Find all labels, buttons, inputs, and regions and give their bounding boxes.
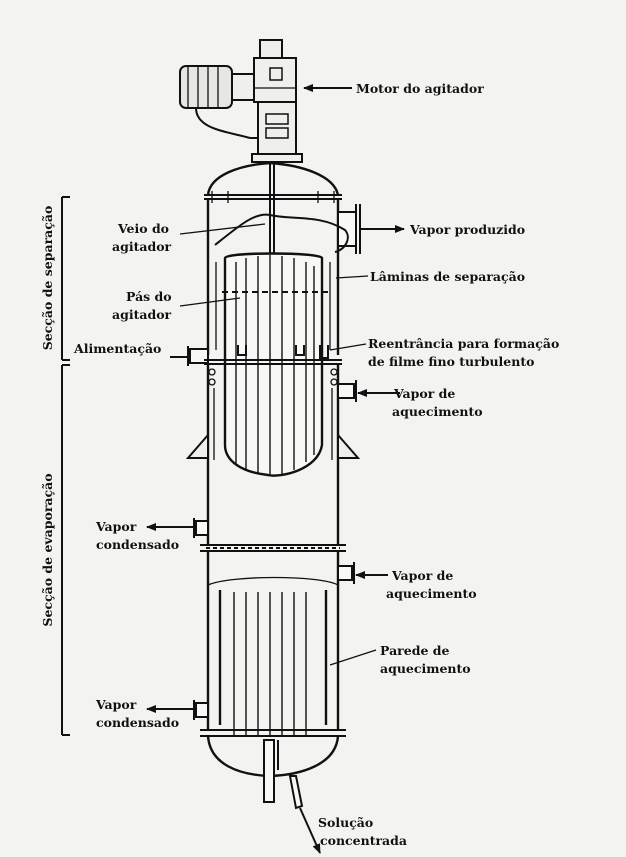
label-vapor-aquecimento-2-line1: Vapor de bbox=[391, 568, 453, 583]
label-solucao-line2: concentrada bbox=[320, 833, 407, 848]
label-alimentacao: Alimentação bbox=[73, 341, 161, 356]
heating-tubes bbox=[233, 592, 307, 735]
label-vapor-condensado-2-line2: condensado bbox=[96, 715, 179, 730]
label-vapor-aquecimento-1-line1: Vapor de bbox=[393, 386, 455, 401]
label-vapor-produzido: Vapor produzido bbox=[409, 222, 525, 237]
label-solucao-line1: Solução bbox=[318, 815, 373, 830]
agitator-motor bbox=[179, 39, 303, 163]
label-vapor-condensado-1-line1: Vapor bbox=[95, 519, 137, 534]
label-laminas: Lâminas de separação bbox=[370, 269, 525, 284]
label-pas-line2: agitador bbox=[112, 307, 172, 322]
feed-nozzle bbox=[187, 346, 342, 386]
label-vapor-aquecimento-2-line2: aquecimento bbox=[386, 586, 477, 601]
upper-evaporator bbox=[185, 364, 361, 552]
label-vapor-condensado-1-line2: condensado bbox=[96, 537, 179, 552]
label-motor: Motor do agitador bbox=[356, 81, 484, 96]
label-veio-line1: Veio do bbox=[117, 221, 169, 236]
section-evaporation-label: Secção de evaporação bbox=[40, 473, 55, 626]
annotation-leaders bbox=[146, 84, 405, 854]
label-parede-line1: Parede de bbox=[380, 643, 449, 658]
labels: Motor do agitador Vapor produzido Veio d… bbox=[73, 81, 559, 848]
section-separation-label: Secção de separação bbox=[40, 206, 55, 351]
lower-evaporator bbox=[193, 551, 355, 810]
section-brackets: Secção de separação Secção de evaporação bbox=[40, 196, 70, 736]
label-pas-line1: Pás do bbox=[126, 289, 172, 304]
label-veio-line2: agitador bbox=[112, 239, 172, 254]
label-vapor-aquecimento-1-line2: aquecimento bbox=[392, 404, 483, 419]
label-reentrancia-line1: Reentrância para formação bbox=[368, 336, 559, 351]
separator-vessel bbox=[204, 161, 361, 477]
label-vapor-condensado-2-line1: Vapor bbox=[95, 697, 137, 712]
label-parede-line2: aquecimento bbox=[380, 661, 471, 676]
label-reentrancia-line2: de filme fino turbulento bbox=[368, 354, 534, 369]
